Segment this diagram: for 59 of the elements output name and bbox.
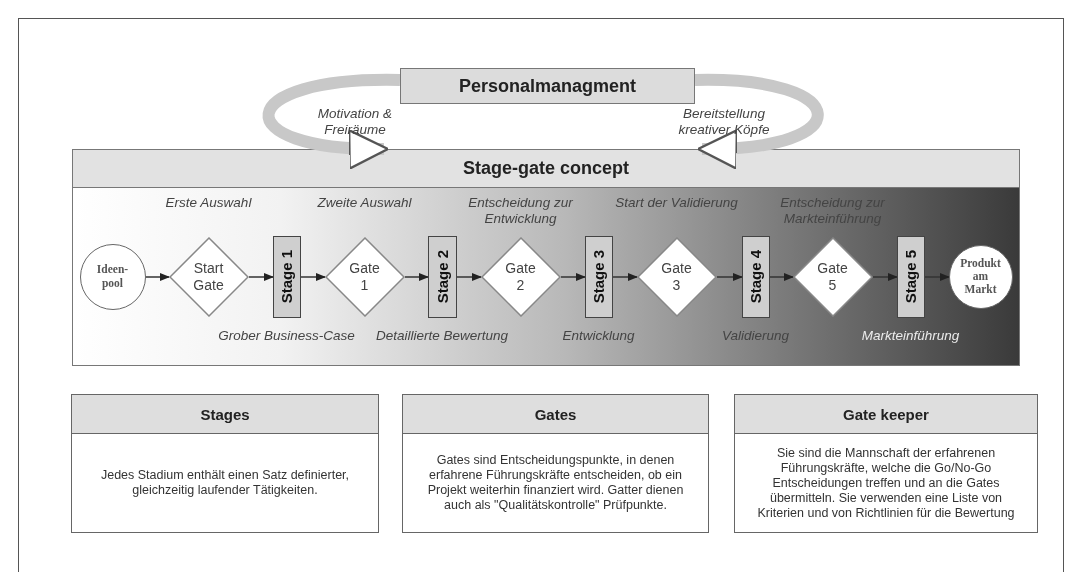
card-title: Gates — [534, 405, 577, 423]
arrow — [560, 272, 587, 282]
decision-diamond — [324, 236, 405, 317]
arrow — [924, 272, 951, 282]
node-label: Start Gate — [192, 260, 225, 293]
stage-box — [427, 235, 457, 318]
arrow — [404, 272, 430, 282]
box-title: Personalmanagment — [458, 75, 637, 97]
curved-arrow — [694, 74, 824, 169]
caption-text: Entscheidung zur Entwicklung — [467, 194, 574, 227]
caption-text: Detaillierte Bewertung — [374, 327, 510, 344]
card-text: Jedes Stadium enthält einen Satz definierter, gleichzeitig laufender Tätigkeiten. — [99, 468, 351, 498]
node-label: Gate 2 — [504, 260, 537, 293]
arrow — [456, 272, 483, 282]
arrow — [248, 272, 275, 282]
node-label: Produkt am Markt — [959, 256, 1002, 297]
decision-diamond — [792, 236, 873, 317]
arrow — [300, 272, 327, 282]
node-label: Gate 1 — [348, 260, 381, 293]
caption-text: Markteinführung — [860, 327, 961, 344]
curved-arrow — [262, 74, 401, 169]
info-card — [402, 394, 709, 533]
stage-box — [896, 235, 925, 318]
header-box — [400, 68, 695, 104]
caption-text: Zweite Auswahl — [316, 194, 413, 211]
decision-diamond — [168, 236, 249, 317]
arrow — [612, 272, 639, 282]
card-text: Sie sind die Mannschaft der erfahrenen Führungskräfte, welche die Go/No-Go Entscheidungen treffen und an die Gates übermitteln. Sie verwenden eine Liste von Kriterien und von Richtlinien für die Bewertung — [757, 445, 1015, 521]
node-label: Gate 3 — [660, 260, 693, 293]
caption-text: Entwicklung — [561, 327, 636, 344]
stage-box — [741, 235, 770, 318]
arrow — [716, 272, 744, 282]
caption-text: Grober Business-Case — [217, 327, 356, 344]
caption-text: Start der Validierung — [614, 194, 739, 211]
node-label: Stage 4 — [747, 249, 764, 304]
card-title: Stages — [200, 405, 250, 423]
node-label: Gate 5 — [816, 260, 849, 293]
decision-diamond — [480, 236, 561, 317]
stage-box — [584, 235, 613, 318]
stage-box — [272, 235, 301, 318]
node-label: Stage 2 — [433, 249, 451, 304]
caption-text: Validierung — [720, 327, 790, 344]
arrow — [145, 272, 171, 282]
arrow — [872, 272, 899, 282]
info-card — [71, 394, 379, 533]
process-panel — [72, 149, 1020, 366]
card-title: Gate keeper — [843, 405, 929, 423]
card-text: Gates sind Entscheidungspunkte, in denen erfahrene Führungskräfte entscheiden, ob ein Projekt weiterhin finanziert wird. Gatter dienen auch als "Qualitätskontrolle" Prüfpunkte. — [426, 453, 685, 513]
decision-diamond — [636, 236, 717, 317]
node-label: Ideen-pool — [95, 263, 130, 290]
caption-text: Erste Auswahl — [164, 194, 253, 211]
edge-label: Motivation & Freiräume — [316, 106, 394, 138]
panel-title: Stage-gate concept — [462, 158, 629, 179]
node-label: Stage 3 — [590, 249, 607, 304]
info-card — [734, 394, 1038, 533]
edge-label: Bereitstellung kreativer Köpfe — [677, 106, 771, 138]
arrow — [769, 272, 795, 282]
node-label: Stage 1 — [278, 249, 295, 304]
node-label: Stage 5 — [902, 249, 919, 304]
